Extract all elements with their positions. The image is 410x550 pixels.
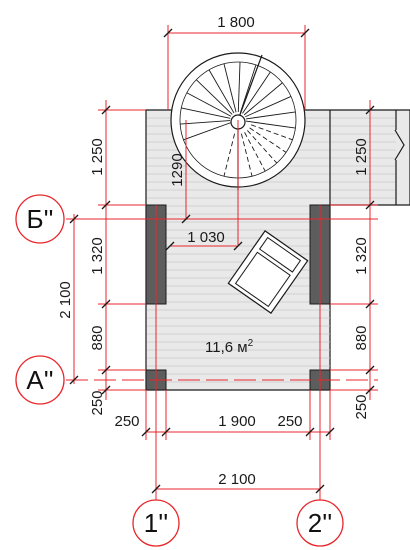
dim-bottom-total: 2 100 bbox=[218, 471, 256, 488]
stair-tread bbox=[237, 62, 241, 113]
dimension-tick bbox=[101, 365, 111, 375]
axis-marker-2: 2'' bbox=[296, 499, 344, 547]
dim-right-bottom: 250 bbox=[353, 394, 370, 419]
dimension-tick bbox=[365, 385, 375, 395]
stair-tread bbox=[242, 71, 271, 114]
dim-bottom-left: 250 bbox=[114, 413, 139, 430]
dim-right-middle: 1 320 bbox=[353, 237, 370, 275]
dim-bottom-middle: 1 900 bbox=[218, 413, 256, 430]
axis-label-1: 1'' bbox=[144, 508, 168, 538]
stair-tread bbox=[183, 122, 231, 141]
dimension-tick bbox=[161, 427, 171, 437]
dim-right-lower: 880 bbox=[353, 325, 370, 350]
stair-tread-hidden bbox=[251, 124, 293, 141]
axis-label-2: 2'' bbox=[308, 508, 332, 538]
stair-tread bbox=[223, 63, 237, 113]
stair-tread-hidden bbox=[240, 133, 253, 177]
dim-top: 1 800 bbox=[217, 14, 255, 31]
stair-tread bbox=[245, 120, 296, 129]
dim-stair-offset: 1 030 bbox=[187, 229, 225, 246]
axis-marker-a: А'' bbox=[15, 355, 65, 405]
armchair-icon bbox=[227, 230, 309, 314]
axis-marker-1: 1'' bbox=[132, 499, 180, 547]
stair-tread-hidden bbox=[247, 130, 278, 164]
dimension-tick bbox=[315, 484, 325, 494]
dimension-tick bbox=[101, 105, 111, 115]
room-area-superscript: 2 bbox=[248, 338, 254, 349]
dim-bottom-right: 250 bbox=[277, 413, 302, 430]
stair-tread bbox=[186, 92, 232, 117]
dimension-tick bbox=[305, 427, 315, 437]
break-mark-icon bbox=[394, 129, 405, 161]
axis-label-a: А'' bbox=[26, 365, 53, 395]
dimension-tick bbox=[325, 427, 335, 437]
dimension-tick bbox=[365, 365, 375, 375]
dimension-tick bbox=[101, 385, 111, 395]
dim-stair-radius: 1290 bbox=[169, 153, 186, 186]
stair-tread-hidden bbox=[249, 127, 287, 153]
dim-right-upper: 1 250 bbox=[353, 138, 370, 176]
stair-tread bbox=[240, 64, 257, 113]
dimension-tick bbox=[181, 214, 191, 224]
dimension-tick bbox=[233, 241, 243, 251]
dimension-tick bbox=[165, 241, 175, 251]
dimension-tick bbox=[151, 484, 161, 494]
axis-marker-b: Б'' bbox=[15, 194, 65, 244]
axis-label-b: Б'' bbox=[27, 204, 54, 234]
dimension-tick bbox=[365, 200, 375, 210]
dimension-tick bbox=[69, 214, 79, 224]
dimension-tick bbox=[69, 375, 79, 385]
dim-left-bottom: 250 bbox=[89, 390, 106, 415]
dimension-lines bbox=[66, 25, 378, 500]
dimension-ticks bbox=[69, 28, 375, 494]
room-area: 11,6 м2 bbox=[205, 338, 254, 356]
dim-left-lower: 880 bbox=[89, 325, 106, 350]
stair-tread bbox=[181, 107, 231, 119]
stair-tread bbox=[180, 120, 231, 125]
room-area-value: 11,6 м bbox=[205, 339, 248, 356]
dimension-tick bbox=[141, 427, 151, 437]
dim-left-upper: 1 250 bbox=[89, 138, 106, 176]
stair-tread bbox=[208, 69, 235, 114]
dimension-tick bbox=[101, 299, 111, 309]
stair-tread-hidden bbox=[223, 133, 236, 177]
dimension-tick bbox=[365, 105, 375, 115]
dim-left-total: 2 100 bbox=[57, 281, 74, 319]
stair-tread bbox=[243, 82, 283, 116]
dimension-tick bbox=[163, 28, 173, 38]
dimension-tick bbox=[365, 299, 375, 309]
stair-tread bbox=[245, 95, 292, 118]
dim-left-middle: 1 320 bbox=[89, 237, 106, 275]
dimension-tick bbox=[300, 28, 310, 38]
stair-tread bbox=[245, 111, 296, 120]
stair-tread-hidden bbox=[244, 132, 266, 172]
dimension-tick bbox=[101, 200, 111, 210]
stair-tread bbox=[195, 79, 233, 115]
